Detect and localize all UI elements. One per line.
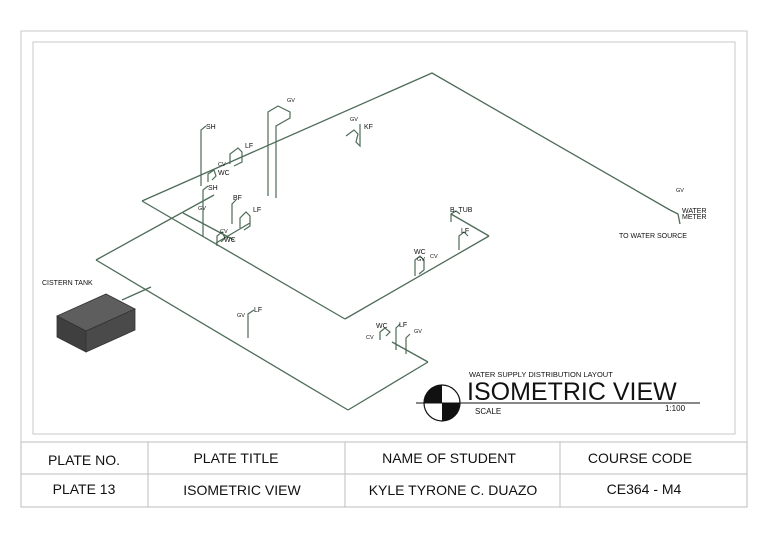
riser-lf-mid [239,211,251,231]
pipe-segment [141,200,346,320]
label-wc: WC [414,249,426,256]
riser-lf-bot [395,323,401,350]
riser-btub [450,210,461,222]
label-bf: BF [233,195,242,202]
riser-lf-low [247,309,255,338]
label-gv: GV [417,257,425,263]
fixture-labels: GV SH LF CV WC GV KF SH BF LF GV CV WC C… [42,98,707,341]
riser-wc-top [207,169,217,182]
header-plate-no: PLATE NO. [48,452,120,468]
label-water-meter: METER [682,214,707,221]
label-water-source: TO WATER SOURCE [619,233,687,240]
label-lf: LF [399,322,407,329]
label-lf: LF [253,207,261,214]
label-wc: WC [224,237,236,244]
scale-value: 1:100 [665,404,686,413]
pipe-segment [95,194,215,261]
value-course-code: CE364 - M4 [607,481,682,497]
view-subtitle: WATER SUPPLY DISTRIBUTION LAYOUT [469,370,613,379]
inner-border [32,41,736,435]
label-gv: GV [198,206,206,212]
plate-info-table: PLATE NO. PLATE TITLE NAME OF STUDENT CO… [20,441,748,508]
view-symbol-icon [416,384,468,422]
value-plate-title: ISOMETRIC VIEW [183,482,301,498]
riser-kf [345,124,361,148]
riser-wc-bot [379,327,391,340]
label-kf: KF [364,124,373,131]
label-cv: CV [430,254,438,260]
label-wc: WC [376,323,388,330]
label-lf: LF [254,307,262,314]
pipe-network [95,72,681,411]
riser-sh-mid [202,185,209,236]
label-gv: GV [287,98,295,104]
header-name-of-student: NAME OF STUDENT [382,450,516,466]
riser-gv-bot [405,333,411,354]
pipe-segment [347,361,429,411]
pipe-segment [450,213,490,237]
riser-lf-tub [458,231,469,250]
value-student-name: KYLE TYRONE C. DUAZO [369,482,538,498]
riser-sh-top [200,125,207,186]
label-sh: SH [208,185,218,192]
label-sh: SH [206,124,216,131]
outer-border [20,30,748,508]
riser-wc-mid [216,231,226,246]
label-gv: GV [350,117,358,123]
label-cv: CV [220,229,228,235]
cistern-right-face [85,308,136,353]
pipe-segment [391,341,429,363]
scale-label: SCALE [475,407,501,416]
label-gv: GV [414,329,422,335]
main-loop-pipe [141,72,671,211]
cistern-tank [56,293,136,353]
label-gv: GV [676,188,684,194]
label-btub: B. TUB [450,207,473,214]
label-lf: LF [245,143,253,150]
meter-pipe [669,209,681,225]
riser-lf-top [229,147,243,167]
label-lf: LF [461,228,469,235]
label-gv: GV [237,313,245,319]
value-plate-no: PLATE 13 [53,481,116,497]
label-water-meter: WATER [682,208,707,215]
view-title: ISOMETRIC VIEW [467,378,677,406]
pipe-segment [182,212,235,241]
view-title-block: WATER SUPPLY DISTRIBUTION LAYOUT ISOMETR… [416,370,700,422]
riser-wc-tub [414,255,425,276]
label-cistern-tank: CISTERN TANK [42,280,93,287]
fixture-risers [200,105,469,354]
riser-bf [231,199,237,224]
cistern-supply-pipe [121,286,152,301]
pipe-segment [95,259,349,411]
pipe-segment [344,235,490,320]
header-course-code: COURSE CODE [588,450,692,466]
label-wc: WC [218,170,230,177]
riser-gv-top [267,105,291,198]
header-plate-title: PLATE TITLE [193,450,278,466]
pipe-segment [215,222,251,244]
label-cv: CV [366,335,374,341]
label-cv: CV [218,162,226,168]
